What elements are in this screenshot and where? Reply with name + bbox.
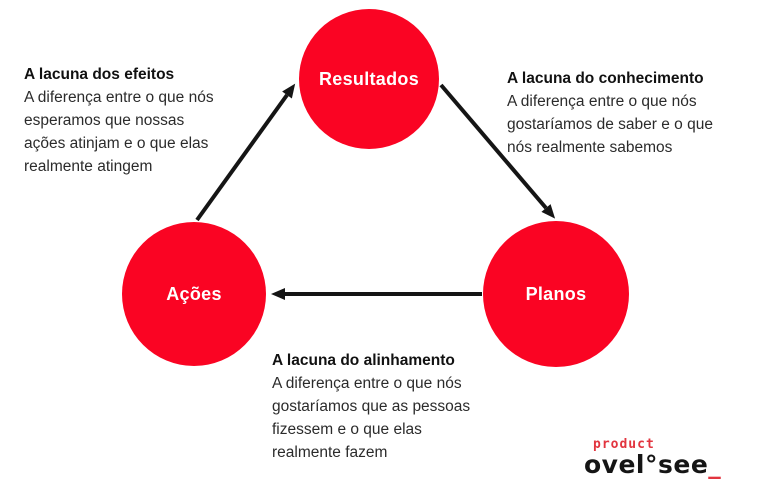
gap-effects-title: A lacuna dos efeitos: [24, 66, 175, 83]
gap-alignment-title: A lacuna do alinhamento: [272, 352, 455, 369]
node-resultados: Resultados: [299, 9, 439, 149]
node-resultados-label: Resultados: [318, 68, 420, 89]
gap-effects-block: A lacuna dos efeitos A diferença entre o…: [24, 63, 259, 178]
node-planos: Planos: [483, 221, 629, 367]
gap-alignment-line: A diferença entre o que nós: [272, 375, 462, 392]
gap-effects-line: A diferença entre o que nós: [24, 89, 214, 106]
node-planos-label: Planos: [525, 283, 587, 304]
gap-knowledge-block: A lacuna do conhecimento A diferença ent…: [507, 67, 752, 159]
arrow-resultados-to-planos: [439, 83, 556, 219]
gap-knowledge-line: A diferença entre o que nós: [507, 93, 697, 110]
gap-effects-line: realmente atingem: [24, 158, 153, 175]
logo-underscore: _: [708, 450, 722, 479]
gap-alignment-line: gostaríamos que as pessoas: [272, 398, 471, 415]
gap-effects-line: esperamos que nossas: [24, 112, 185, 129]
logo-oversee-word: ovel°see: [584, 450, 709, 479]
gap-knowledge-line: gostaríamos de saber e o que: [507, 116, 713, 133]
node-acoes: Ações: [122, 222, 266, 366]
product-oversee-logo: product ovel°see_: [584, 437, 724, 478]
arrow-acoes-to-resultados: [195, 83, 296, 222]
logo-product-text: product: [593, 437, 655, 452]
gap-effects-line: ações atinjam e o que elas: [24, 135, 209, 152]
gap-knowledge-line: nós realmente sabemos: [507, 139, 673, 156]
logo-oversee-text: ovel°see_: [584, 452, 724, 478]
gap-alignment-line: realmente fazem: [272, 444, 388, 461]
gap-alignment-block: A lacuna do alinhamento A diferença entr…: [272, 349, 512, 464]
gap-knowledge-title: A lacuna do conhecimento: [507, 70, 704, 87]
gap-alignment-line: fizessem e o que elas: [272, 421, 422, 438]
node-acoes-label: Ações: [166, 283, 222, 304]
